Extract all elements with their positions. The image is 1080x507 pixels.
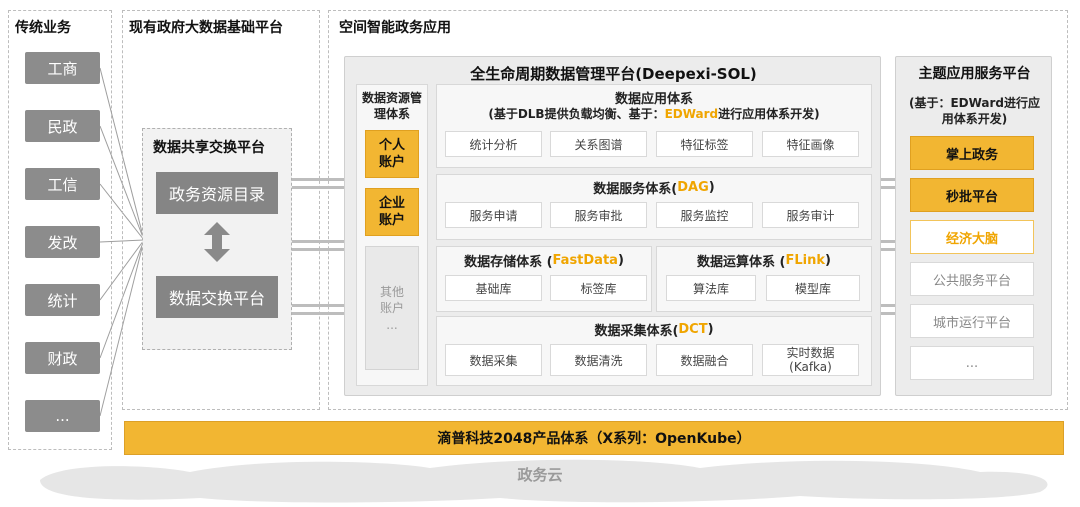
collect-item-fuse: 数据融合 [656,344,753,376]
gov-platform-title: 现有政府大数据基础平台 [129,20,283,36]
theme-item-city-operation: 城市运行平台 [910,304,1034,338]
sol-platform-title: 全生命周期数据管理平台(Deepexi-SOL) [470,65,757,83]
connector-line [292,178,344,181]
enterprise-account-box: 企业账户 [365,188,419,236]
other-account-box: 其他账户 ... [365,246,419,370]
service-item-audit: 服务审计 [762,202,859,228]
resource-directory-box: 政务资源目录 [156,172,278,214]
business-item-fagai: 发改 [25,226,100,258]
service-system-title: 数据服务体系(DAG) [436,178,872,197]
compute-system-title: 数据运算体系 (FLink) [656,251,872,270]
business-item-caizheng: 财政 [25,342,100,374]
service-title-pre: 数据服务体系( [593,182,678,197]
collect-item-collect: 数据采集 [445,344,542,376]
connector-line [881,178,895,181]
cloud-label: 政务云 [517,465,563,484]
collect-item-realtime: 实时数据 (Kafka) [762,344,859,376]
resource-management-title: 数据资源管理体系 [361,91,422,121]
realtime-kafka: (Kafka) [789,360,832,374]
personal-account-box: 个人账户 [365,130,419,178]
service-item-approve: 服务审批 [550,202,647,228]
business-item-gongxin: 工信 [25,168,100,200]
traditional-business-column: 传统业务 [8,10,112,450]
theme-item-more: ... [910,346,1034,380]
collect-system-title: 数据采集体系(DCT) [436,320,872,339]
traditional-business-title: 传统业务 [15,20,71,36]
app-item-feature-tag: 特征标签 [656,131,753,157]
storage-title-pre: 数据存储体系 ( [464,255,553,270]
app-subtitle-post: 进行应用体系开发) [718,107,820,121]
connector-line [292,186,344,189]
connector-line [881,248,895,251]
bidirectional-arrow-icon [204,222,230,262]
compute-title-highlight: FLink [785,253,826,268]
cloud-shape [40,459,1048,503]
realtime-label: 实时数据 [786,346,835,360]
app-subtitle-pre: (基于DLB提供负载均衡、基于： [488,107,665,121]
compute-title-pre: 数据运算体系 ( [697,255,786,270]
collect-title-pre: 数据采集体系( [594,324,679,339]
other-account-more: ... [386,318,398,332]
connector-line [881,312,895,315]
connector-line [881,186,895,189]
exchange-platform-title: 数据共享交换平台 [153,140,265,156]
collect-title-highlight: DCT [678,322,708,337]
business-item-tongji: 统计 [25,284,100,316]
business-item-more: ... [25,400,100,432]
storage-system-title: 数据存储体系 (FastData) [436,251,652,270]
other-account-label: 其他账户 [379,285,404,315]
compute-item-algorithm: 算法库 [666,275,756,301]
service-item-monitor: 服务监控 [656,202,753,228]
connector-line [292,240,344,243]
service-title-highlight: DAG [677,180,709,195]
business-item-gongshang: 工商 [25,52,100,84]
app-item-feature-portrait: 特征画像 [762,131,859,157]
business-item-minzheng: 民政 [25,110,100,142]
theme-platform-title: 主题应用服务平台 [918,66,1031,82]
app-item-statistics: 统计分析 [445,131,542,157]
compute-title-post: ) [825,253,831,268]
connector-line [292,304,344,307]
gov-platform-column: 现有政府大数据基础平台 [122,10,320,410]
bottom-product-bar: 滴普科技2048产品体系（X系列：OpenKube） [124,421,1064,455]
connector-line [292,248,344,251]
theme-platform-subtitle: (基于：EDWard进行应用体系开发) [908,96,1041,126]
connector-line [292,312,344,315]
smart-apps-title: 空间智能政务应用 [339,20,451,36]
data-exchange-box: 数据交换平台 [156,276,278,318]
theme-item-mobile-gov: 掌上政务 [910,136,1034,170]
app-system-title: 数据应用体系 [614,92,693,107]
storage-item-base: 基础库 [445,275,542,301]
connector-line [881,240,895,243]
service-item-apply: 服务申请 [445,202,542,228]
theme-item-instant-approval: 秒批平台 [910,178,1034,212]
theme-item-public-service: 公共服务平台 [910,262,1034,296]
storage-item-tag: 标签库 [550,275,647,301]
app-subtitle-highlight: EDWard [664,106,719,121]
compute-item-model: 模型库 [766,275,860,301]
collect-title-post: ) [707,322,714,337]
storage-title-post: ) [617,253,624,268]
smart-apps-column: 空间智能政务应用 [328,10,1068,410]
collect-item-clean: 数据清洗 [550,344,647,376]
connector-line [881,304,895,307]
theme-item-economic-brain: 经济大脑 [910,220,1034,254]
service-title-post: ) [708,180,715,195]
app-item-relation-graph: 关系图谱 [550,131,647,157]
storage-title-highlight: FastData [552,253,618,268]
